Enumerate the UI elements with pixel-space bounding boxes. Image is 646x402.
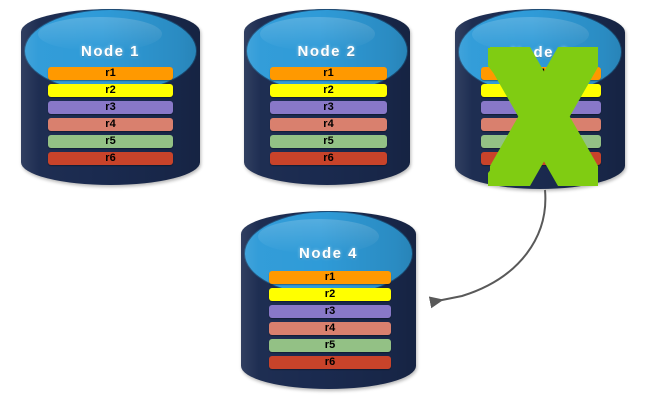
node-2[interactable]: Node 2 r1 r2 r3 r4 r5 r6 (244, 9, 410, 185)
row-r4[interactable]: r4 (270, 118, 387, 131)
gloss-highlight (258, 218, 379, 254)
row-label: r6 (324, 356, 336, 368)
row-r5[interactable]: r5 (270, 135, 387, 148)
row-r3[interactable]: r3 (481, 101, 601, 114)
row-r5[interactable]: r5 (481, 135, 601, 148)
row-label: r3 (324, 305, 336, 317)
row-r1[interactable]: r1 (269, 271, 391, 284)
gloss-highlight (38, 16, 162, 52)
row-r2[interactable]: r2 (270, 84, 387, 97)
gloss-highlight (260, 16, 375, 52)
row-r6[interactable]: r6 (269, 356, 391, 369)
row-label: r5 (105, 135, 116, 147)
row-label: r6 (105, 152, 116, 164)
node-3-rows: r1 r2 r3 r4 r5 r6 (481, 67, 601, 165)
row-label: r2 (323, 84, 334, 96)
row-label: r4 (535, 118, 547, 130)
row-label: r6 (323, 152, 334, 164)
node-1[interactable]: Node 1 r1 r2 r3 r4 r5 r6 (21, 9, 200, 185)
row-r6[interactable]: r6 (48, 152, 173, 165)
row-r4[interactable]: r4 (48, 118, 173, 131)
row-r3[interactable]: r3 (270, 101, 387, 114)
row-r6[interactable]: r6 (481, 152, 601, 165)
row-label: r1 (105, 67, 116, 79)
row-r1[interactable]: r1 (270, 67, 387, 80)
row-label: r3 (323, 101, 334, 113)
row-r2[interactable]: r2 (481, 84, 601, 97)
gloss-highlight (471, 16, 589, 53)
row-r3[interactable]: r3 (269, 305, 391, 318)
row-label: r2 (105, 84, 116, 96)
row-r5[interactable]: r5 (269, 339, 391, 352)
row-r4[interactable]: r4 (269, 322, 391, 335)
row-label: r4 (323, 118, 334, 130)
row-r6[interactable]: r6 (270, 152, 387, 165)
row-label: r3 (105, 101, 116, 113)
row-r3[interactable]: r3 (48, 101, 173, 114)
row-r5[interactable]: r5 (48, 135, 173, 148)
row-label: r1 (323, 67, 334, 79)
row-r2[interactable]: r2 (269, 288, 391, 301)
row-label: r6 (535, 152, 547, 164)
row-label: r1 (324, 271, 336, 283)
row-label: r5 (535, 135, 547, 147)
node-3[interactable]: Node 3 r1 r2 r3 r4 r5 r6 (455, 9, 625, 189)
node-4-rows: r1 r2 r3 r4 r5 r6 (269, 271, 391, 369)
node-4[interactable]: Node 4 r1 r2 r3 r4 r5 r6 (241, 211, 416, 389)
row-label: r1 (535, 67, 547, 79)
row-label: r3 (535, 101, 547, 113)
row-label: r4 (324, 322, 336, 334)
row-label: r4 (105, 118, 116, 130)
row-label: r2 (324, 288, 336, 300)
node-1-rows: r1 r2 r3 r4 r5 r6 (48, 67, 173, 165)
row-label: r2 (535, 84, 547, 96)
row-r4[interactable]: r4 (481, 118, 601, 131)
arrow-path (428, 189, 547, 309)
row-r1[interactable]: r1 (48, 67, 173, 80)
row-label: r5 (323, 135, 334, 147)
row-r2[interactable]: r2 (48, 84, 173, 97)
node-2-rows: r1 r2 r3 r4 r5 r6 (270, 67, 387, 165)
row-label: r5 (324, 339, 336, 351)
row-r1[interactable]: r1 (481, 67, 601, 80)
